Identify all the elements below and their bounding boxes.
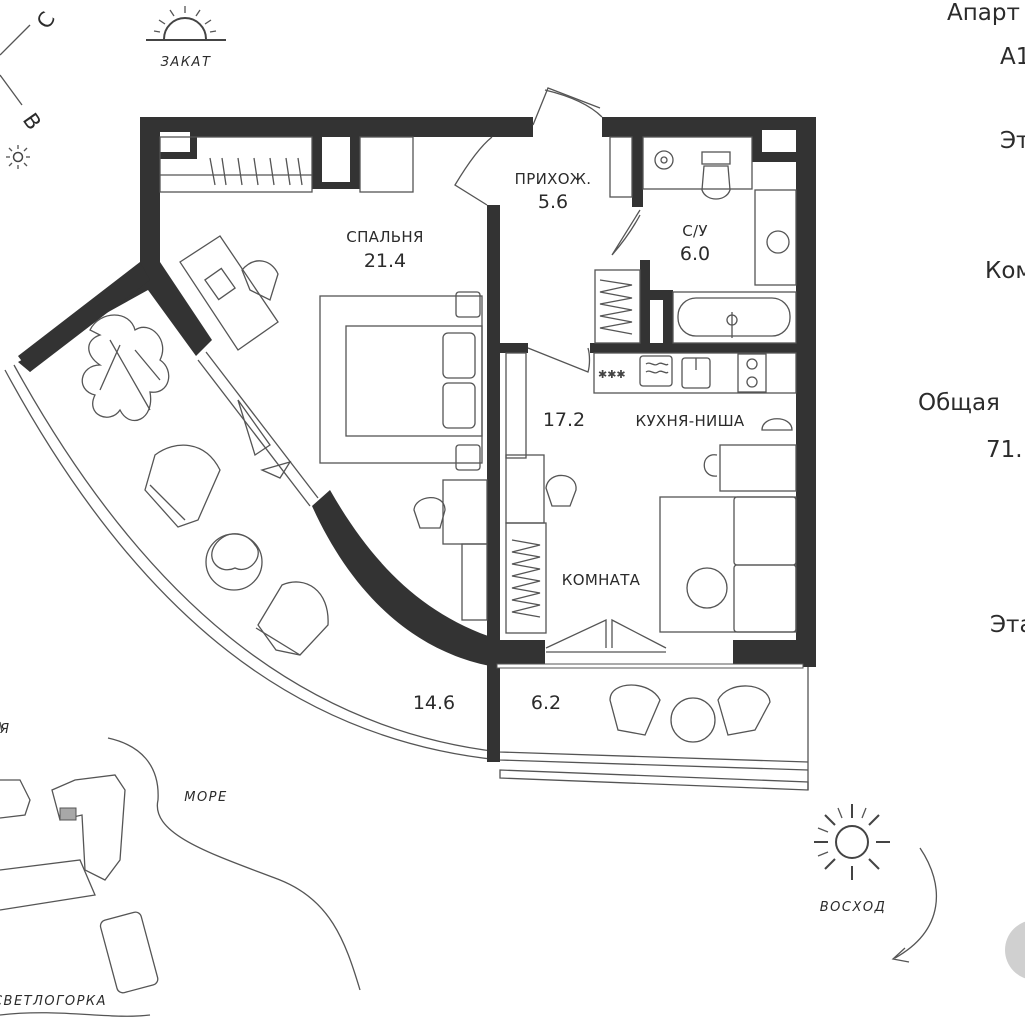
sidebar-line-1: Апарт — [947, 0, 1020, 26]
room-label-hallway: ПРИХОЖ. — [515, 170, 592, 188]
room-area-hallway: 5.6 — [538, 191, 568, 213]
sun-small-icon — [6, 145, 30, 169]
sidebar-line-3: Эт — [1000, 128, 1025, 154]
svg-text:✱✱✱: ✱✱✱ — [598, 368, 626, 381]
map-town-label: СВЕТЛОГОРКА — [0, 994, 107, 1009]
terrace-furniture — [81, 314, 329, 656]
location-map — [0, 721, 361, 1017]
balcony-furniture — [609, 684, 771, 743]
room-area-bedroom: 21.4 — [364, 250, 406, 272]
plant-large-icon — [81, 314, 170, 422]
map-sea-label: МОРЕ — [184, 790, 228, 805]
sidebar-line-6: 71. — [986, 437, 1023, 463]
room-area-bathroom: 6.0 — [680, 243, 710, 265]
map-edge-label: Я — [0, 722, 11, 737]
sunrise-label: ВОСХОД — [820, 900, 887, 915]
sidebar-line-7: Эта — [990, 612, 1025, 638]
sidebar-line-5: Общая — [918, 390, 1000, 416]
terrace-railing — [4, 364, 809, 791]
corner-badge — [1005, 921, 1025, 979]
wardrobe — [159, 136, 414, 193]
room-label-kitchen: КУХНЯ-НИША — [636, 412, 745, 430]
sunset-label: ЗАКАТ — [161, 55, 212, 70]
bathroom-fixtures — [594, 136, 797, 344]
bedroom-furniture — [179, 235, 488, 621]
sidebar-line-2: А1 — [1000, 44, 1025, 70]
compass-east-label: В — [18, 109, 46, 135]
sunrise-icon — [814, 804, 890, 880]
arrowhead-icon — [891, 947, 910, 963]
plant-small-icon — [205, 533, 263, 591]
desk — [179, 235, 279, 351]
room-area-terrace: 14.6 — [413, 692, 455, 714]
room-label-bathroom: С/У — [682, 222, 708, 240]
walls — [18, 117, 816, 762]
room-label-living: КОМНАТА — [562, 571, 641, 589]
room-label-bedroom: СПАЛЬНЯ — [346, 228, 423, 246]
kitchen-fixtures: ✱✱✱ — [593, 352, 797, 492]
room-area-balcony: 6.2 — [531, 692, 561, 714]
sunset-icon — [146, 6, 226, 41]
sun-path-arrow — [894, 847, 937, 959]
compass-north-label: С — [32, 7, 60, 33]
compass: С В — [0, 7, 60, 169]
doors — [454, 87, 667, 653]
room-area-kitchen: 17.2 — [543, 409, 585, 431]
sidebar-line-4: Ком — [985, 258, 1025, 284]
living-furniture — [505, 352, 797, 634]
terrace-sliding-door — [197, 351, 319, 507]
